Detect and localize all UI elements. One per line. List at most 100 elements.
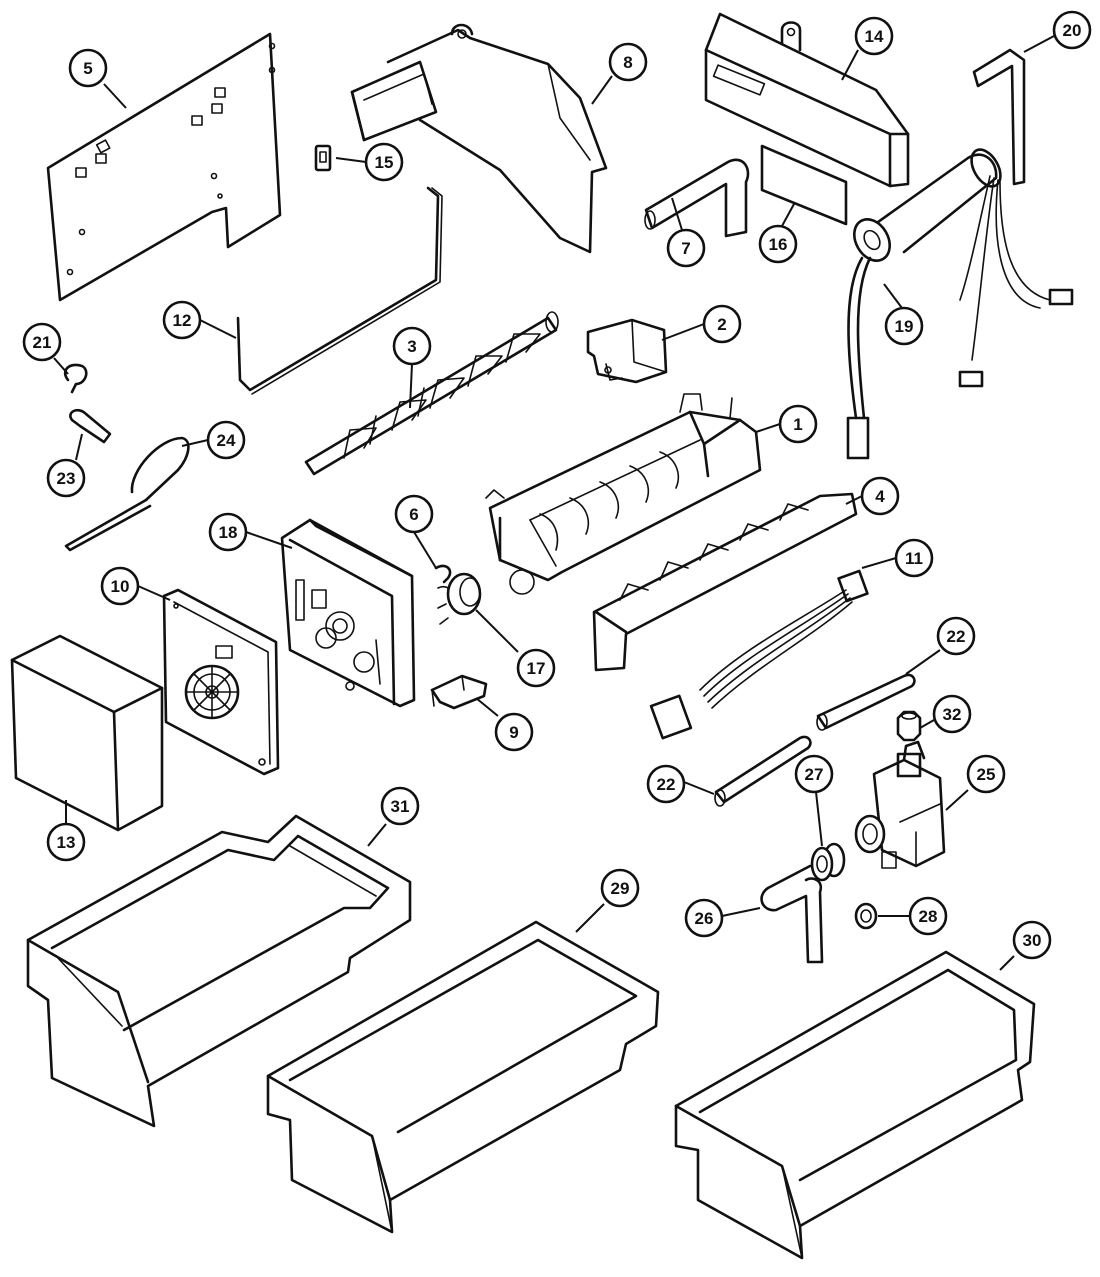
- callout-15-label: 15: [375, 153, 394, 172]
- callout-21-label: 21: [33, 333, 52, 352]
- tube-fitting-part: [810, 842, 846, 882]
- motor-cover-part: [10, 634, 164, 832]
- callout-8-label: 8: [623, 53, 632, 72]
- callout-31-label: 31: [391, 797, 410, 816]
- ice-stripper-part: [592, 492, 858, 672]
- ejector-blade-part: [304, 311, 559, 476]
- leader-8: [591, 75, 613, 105]
- callout-1: 1: [778, 404, 818, 444]
- fill-tube-upper-part: [816, 673, 916, 731]
- callout-15: 15: [364, 142, 404, 182]
- hex-wrench-part: [972, 48, 1026, 186]
- callout-21: 21: [22, 322, 62, 362]
- callout-2: 2: [702, 304, 742, 344]
- ice-bin-right-part: [674, 950, 1036, 1260]
- cover-bracket-part: [704, 12, 910, 188]
- callout-29: 29: [600, 868, 640, 908]
- callout-29-label: 29: [611, 879, 630, 898]
- callout-18-label: 18: [219, 523, 238, 542]
- leader-lines: [53, 35, 1055, 971]
- leader-26: [721, 907, 761, 917]
- leader-6: [413, 531, 437, 569]
- callout-28-label: 28: [919, 907, 938, 926]
- callout-22-lower: 22: [646, 764, 686, 804]
- callout-30: 30: [1012, 920, 1052, 960]
- callout-25-label: 25: [977, 765, 996, 784]
- callout-27-label: 27: [805, 765, 824, 784]
- leader-30: [999, 955, 1015, 971]
- leader-10: [137, 585, 171, 601]
- callout-7: 7: [666, 228, 706, 268]
- callout-25: 25: [966, 754, 1006, 794]
- callout-9-label: 9: [509, 723, 518, 742]
- callout-32-label: 32: [943, 705, 962, 724]
- callout-22-upper-label: 22: [947, 627, 966, 646]
- callout-8: 8: [608, 42, 648, 82]
- callout-26: 26: [684, 898, 724, 938]
- ice-mold-part: [485, 393, 762, 595]
- leader-11: [861, 557, 897, 569]
- callout-3: 3: [392, 326, 432, 366]
- callout-24-label: 24: [217, 431, 236, 450]
- callout-5-label: 5: [83, 59, 92, 78]
- leader-22b: [683, 781, 715, 795]
- callout-24: 24: [206, 420, 246, 460]
- leader-21: [53, 357, 69, 375]
- callout-26-label: 26: [695, 909, 714, 928]
- leader-16: [781, 203, 795, 227]
- leader-18: [245, 531, 293, 549]
- washer-part: [854, 902, 878, 930]
- callout-20-label: 20: [1063, 21, 1082, 40]
- callout-1-label: 1: [793, 415, 802, 434]
- callout-16-label: 16: [769, 235, 788, 254]
- callout-3-label: 3: [407, 337, 416, 356]
- callout-23: 23: [46, 458, 86, 498]
- callout-22-lower-label: 22: [657, 775, 676, 794]
- callout-14: 14: [854, 16, 894, 56]
- callout-7-label: 7: [681, 239, 690, 258]
- leader-5: [103, 83, 127, 109]
- ice-bin-left-part: [26, 814, 412, 1128]
- callout-5: 5: [68, 48, 108, 88]
- leader-17: [475, 609, 519, 653]
- ice-bin-middle-part: [266, 920, 660, 1234]
- mounting-plate-part: [46, 32, 282, 302]
- callout-18: 18: [208, 512, 248, 552]
- leader-32: [919, 719, 935, 729]
- callout-13-label: 13: [57, 833, 76, 852]
- wire-harness-part: [649, 569, 869, 740]
- leader-23: [75, 433, 83, 461]
- leader-14: [841, 49, 859, 81]
- callout-20: 20: [1052, 10, 1092, 50]
- small-clip-part: [314, 144, 332, 172]
- fill-cup-part: [350, 23, 608, 254]
- callout-19: 19: [884, 306, 924, 346]
- leader-9: [475, 697, 499, 717]
- callout-2-label: 2: [717, 315, 726, 334]
- callout-14-label: 14: [865, 27, 884, 46]
- leader-22a: [905, 649, 941, 675]
- callout-11-label: 11: [905, 549, 923, 568]
- clamp-part: [69, 408, 112, 444]
- leader-25: [945, 789, 969, 811]
- leader-1: [755, 423, 781, 433]
- callout-22-upper: 22: [936, 616, 976, 656]
- callout-28: 28: [908, 896, 948, 936]
- leader-29: [575, 903, 605, 933]
- cable-tie-part: [64, 436, 190, 552]
- water-tube-part: [760, 864, 824, 964]
- callout-31: 31: [380, 786, 420, 826]
- leader-12: [199, 319, 237, 339]
- callout-4: 4: [860, 476, 900, 516]
- motor-gear-plate-part: [162, 588, 280, 776]
- callout-32: 32: [932, 694, 972, 734]
- callout-10-label: 10: [111, 577, 130, 596]
- callout-12: 12: [162, 300, 202, 340]
- callout-17: 17: [516, 648, 556, 688]
- callout-11: 11: [894, 538, 934, 578]
- callout-6-label: 6: [409, 505, 418, 524]
- leader-3: [409, 363, 413, 409]
- leader-4: [845, 495, 863, 505]
- callout-23-label: 23: [57, 469, 76, 488]
